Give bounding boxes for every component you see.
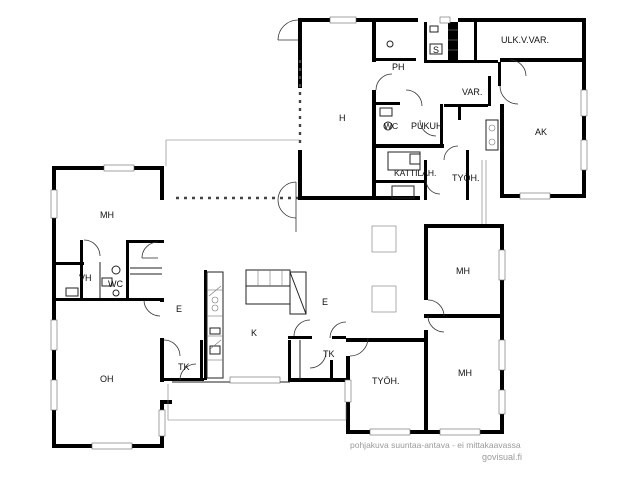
room-label-s: S [433, 45, 439, 55]
room-label-var: VAR. [462, 87, 482, 97]
room-label-oh: OH [100, 374, 114, 384]
room-label-h: H [339, 113, 346, 123]
room-label-vh: VH [79, 273, 92, 283]
room-label-pukuh: PUKUH [411, 121, 443, 131]
room-label-mh-right-upper: MH [456, 266, 470, 276]
room-label-e-left: E [176, 304, 182, 314]
room-label-mh-right-lower: MH [458, 368, 472, 378]
room-label-e-center: E [322, 297, 328, 307]
exterior-walls [52, 18, 586, 448]
room-label-ak: AK [535, 127, 547, 137]
room-labels: MH VH WC E OH TK K E TK TYÖH. MH MH H PH… [79, 35, 549, 386]
room-label-mh-left: MH [100, 210, 114, 220]
room-label-tk-left: TK [178, 362, 190, 372]
brand-link[interactable]: govisual.fi [482, 452, 523, 462]
room-label-wc-upper: WC [384, 121, 398, 131]
room-label-kattilah: KATTILAH. [394, 168, 436, 178]
room-label-tyoh-bottom: TYÖH. [372, 376, 400, 386]
room-label-ulk-v-var: ULK.V.VAR. [501, 35, 549, 45]
room-label-tyoh-upper: TYÖH. [452, 173, 480, 183]
room-label-ph: PH [392, 62, 405, 72]
room-label-tk-right: TK [323, 349, 335, 359]
room-label-k: K [251, 328, 257, 338]
disclaimer-caption: pohjakuva suuntaa-antava - ei mittakaava… [350, 440, 521, 450]
windows [50, 16, 588, 450]
doors [83, 19, 527, 381]
room-label-wc-left: WC [108, 279, 123, 289]
thin-lines [56, 22, 504, 421]
